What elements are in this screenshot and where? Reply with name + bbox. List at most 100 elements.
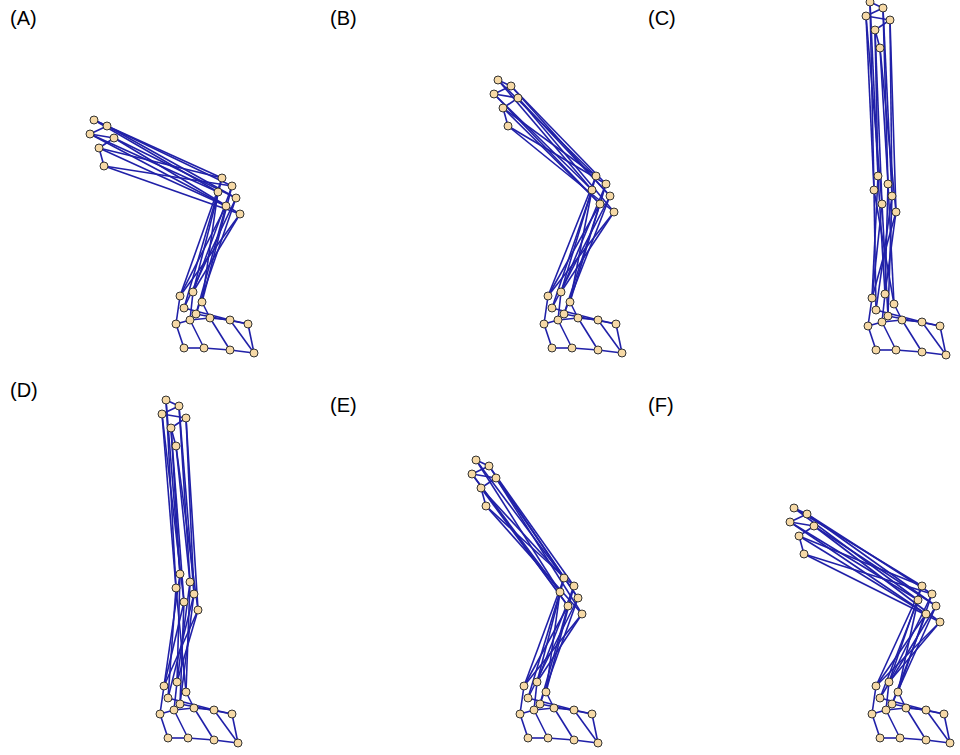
marker-dot (888, 192, 896, 200)
marker-dot (482, 502, 490, 510)
marker-dot (922, 736, 930, 744)
marker-dot (542, 688, 550, 696)
segment-line (561, 212, 614, 292)
segment-line (872, 204, 882, 298)
segment-line (193, 214, 240, 292)
marker-dot (103, 122, 111, 130)
marker-dot (160, 682, 168, 690)
marker-dot (90, 116, 98, 124)
segment-line (875, 30, 878, 176)
marker-dot (162, 396, 170, 404)
marker-dot (892, 346, 900, 354)
marker-dot (892, 208, 900, 216)
marker-dot (180, 598, 188, 606)
marker-dot (942, 351, 950, 359)
marker-dot (879, 4, 887, 12)
segment-line (180, 206, 226, 296)
marker-dot (566, 298, 574, 306)
marker-dot (606, 192, 614, 200)
marker-dot (86, 130, 94, 138)
marker-dot (564, 602, 572, 610)
marker-dot (485, 462, 493, 470)
marker-dot (876, 694, 884, 702)
marker-dot (872, 306, 880, 314)
marker-dot (468, 470, 476, 478)
marker-dot (172, 320, 180, 328)
marker-dot (548, 304, 556, 312)
marker-dot (874, 172, 882, 180)
segment-line (503, 108, 596, 176)
marker-dot (175, 402, 183, 410)
marker-dot (922, 706, 930, 714)
marker-dot (182, 688, 190, 696)
marker-dot (578, 610, 586, 618)
segment-line (184, 198, 236, 308)
marker-dot (516, 710, 524, 718)
marker-dot (560, 310, 568, 318)
segment-line (472, 474, 568, 606)
segment-line (872, 212, 896, 298)
segment-line (180, 214, 240, 296)
marker-dot (100, 162, 108, 170)
marker-dot (524, 694, 532, 702)
marker-dot (524, 734, 532, 742)
marker-dot (190, 590, 198, 598)
marker-dot (164, 694, 172, 702)
marker-dot (192, 310, 200, 318)
marker-dot (878, 200, 886, 208)
segment-line (880, 48, 896, 212)
marker-dot (200, 344, 208, 352)
marker-dot (864, 322, 872, 330)
marker-dot (176, 570, 184, 578)
segment-line (177, 610, 198, 682)
segment-line (880, 606, 936, 698)
segment-line (171, 428, 180, 574)
marker-dot (876, 44, 884, 52)
segment-line (804, 554, 932, 594)
segment-line (107, 126, 236, 198)
segment-line (799, 536, 926, 614)
segment-line (508, 126, 606, 184)
marker-dot (158, 410, 166, 418)
marker-dot (250, 349, 258, 357)
marker-dot (882, 706, 890, 714)
segment-line (807, 514, 936, 606)
segment-line (104, 166, 240, 214)
segment-line (162, 414, 176, 588)
marker-dot (868, 294, 876, 302)
segment-line (496, 478, 582, 614)
segment-line (164, 610, 198, 686)
segment-line (196, 198, 236, 314)
segment-line (548, 212, 614, 296)
marker-dot (180, 344, 188, 352)
segment-line (552, 196, 610, 308)
segment-line (486, 506, 574, 586)
marker-dot (536, 700, 544, 708)
marker-dot (557, 288, 565, 296)
marker-dot (560, 574, 568, 582)
marker-dot (156, 710, 164, 718)
marker-dot (244, 320, 252, 328)
marker-dot (596, 200, 604, 208)
marker-dot (172, 584, 180, 592)
marker-dot (194, 606, 202, 614)
marker-dot (210, 706, 218, 714)
segment-line (476, 460, 564, 578)
marker-dot (870, 186, 878, 194)
marker-dot (206, 314, 214, 322)
panel-label: (E) (330, 395, 357, 415)
marker-dot (228, 182, 236, 190)
segment-line (518, 98, 610, 196)
marker-dot (612, 320, 620, 328)
segment-line (176, 446, 190, 582)
segment-line (99, 148, 222, 178)
segment-line (528, 598, 578, 698)
marker-dot (490, 90, 498, 98)
panel-label: (F) (648, 395, 674, 415)
segment-line (508, 126, 614, 212)
marker-dot (940, 710, 948, 718)
segment-line (880, 48, 888, 184)
marker-dot (172, 442, 180, 450)
marker-dot (499, 104, 507, 112)
